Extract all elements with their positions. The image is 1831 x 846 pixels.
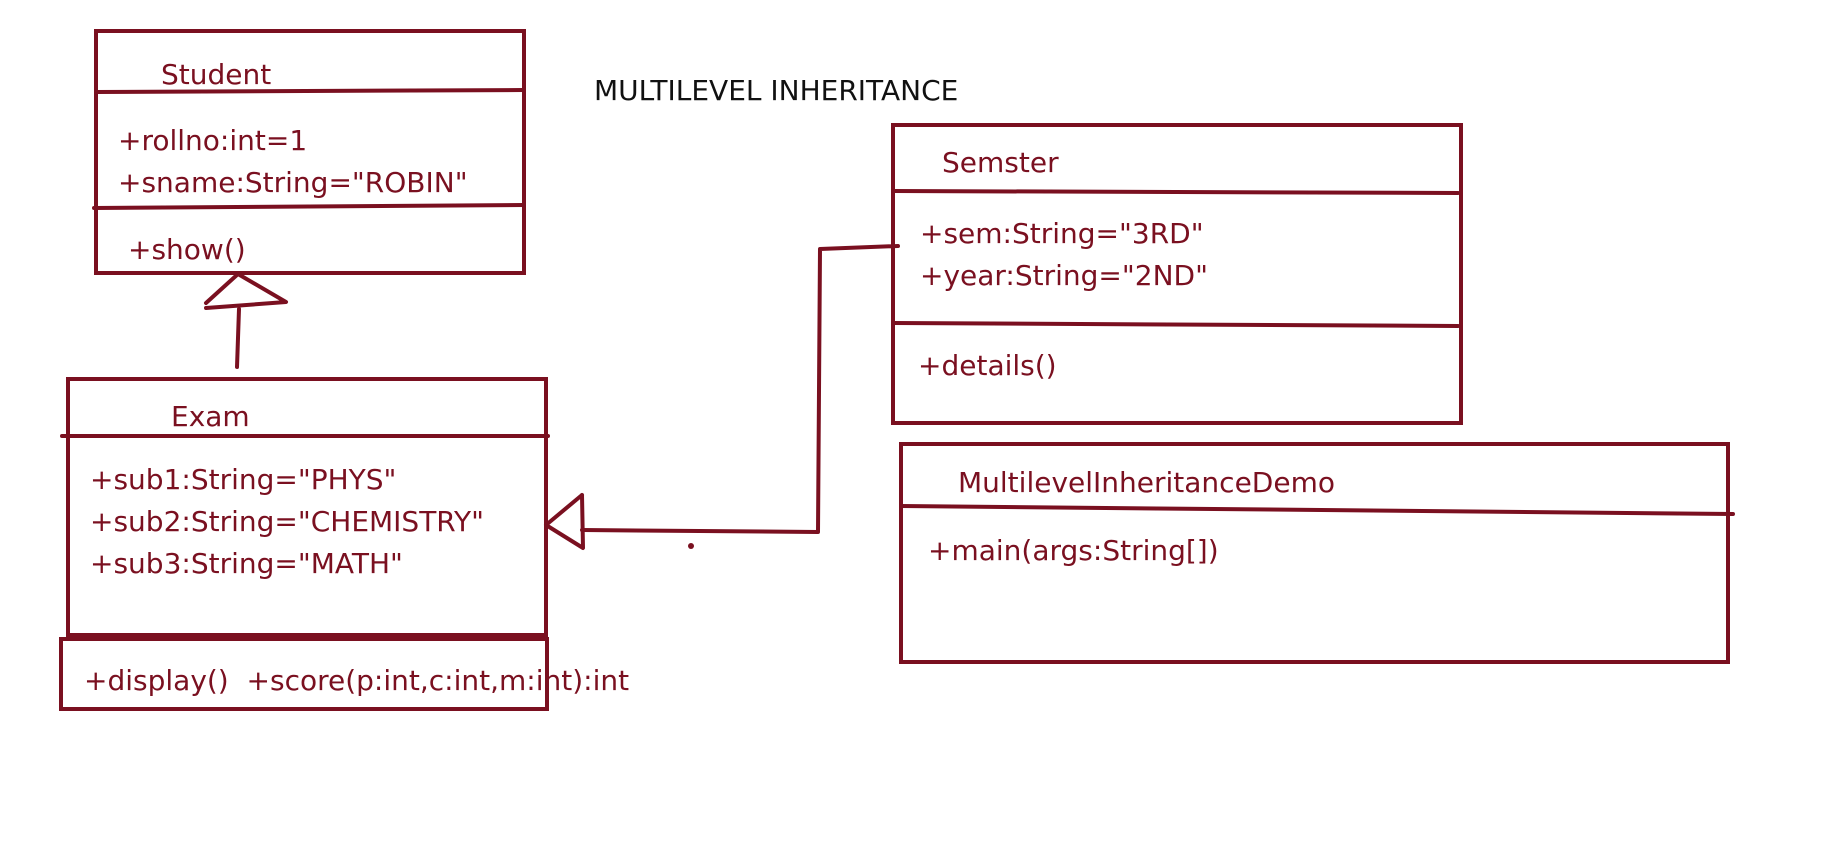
- class-multilevel-inheritance-demo: MultilevelInheritanceDemo +main(args:Str…: [899, 442, 1735, 664]
- student-class-name: Student: [161, 58, 271, 91]
- demo-name-divider: [899, 504, 1735, 516]
- arrow-shaft: [235, 307, 241, 369]
- semster-attribute: +sem:String="3RD": [920, 217, 1204, 250]
- student-box: [94, 29, 526, 275]
- connector-line: [580, 244, 900, 534]
- student-name-divider: [94, 88, 526, 94]
- inheritance-arrow-semster-exam: [544, 244, 900, 550]
- exam-method: +display() +score(p:int,c:int,m:int):int: [84, 664, 629, 697]
- exam-attribute: +sub3:String="MATH": [90, 547, 403, 580]
- semster-method: +details(): [918, 349, 1057, 382]
- semster-name-divider: [891, 189, 1460, 195]
- class-exam: Exam +sub1:String="PHYS" +sub2:String="C…: [59, 377, 629, 711]
- demo-method: +main(args:String[]): [928, 534, 1219, 567]
- diagram-title: MULTILEVEL INHERITANCE: [594, 74, 958, 107]
- semster-class-name: Semster: [942, 146, 1059, 179]
- exam-box: [66, 377, 548, 637]
- arrow-head: [204, 272, 288, 310]
- semster-box: [891, 123, 1463, 425]
- stray-dot: [688, 543, 694, 549]
- class-semster: Semster +sem:String="3RD" +year:String="…: [891, 123, 1463, 425]
- exam-class-name: Exam: [171, 400, 250, 433]
- exam-attribute: +sub2:String="CHEMISTRY": [90, 505, 484, 538]
- semster-attribute: +year:String="2ND": [920, 259, 1208, 292]
- exam-method-box: [59, 637, 549, 711]
- student-attribute: +rollno:int=1: [118, 124, 307, 157]
- student-attribute: +sname:String="ROBIN": [118, 166, 468, 199]
- student-method-divider: [92, 203, 526, 210]
- arrow-head: [544, 493, 585, 550]
- student-method: +show(): [128, 233, 246, 266]
- class-student: Student +rollno:int=1 +sname:String="ROB…: [92, 29, 526, 275]
- semster-method-divider: [891, 321, 1460, 328]
- exam-attribute: +sub1:String="PHYS": [90, 463, 396, 496]
- demo-class-name: MultilevelInheritanceDemo: [958, 466, 1335, 499]
- inheritance-arrow-exam-student: [204, 272, 288, 369]
- demo-box: [899, 442, 1730, 664]
